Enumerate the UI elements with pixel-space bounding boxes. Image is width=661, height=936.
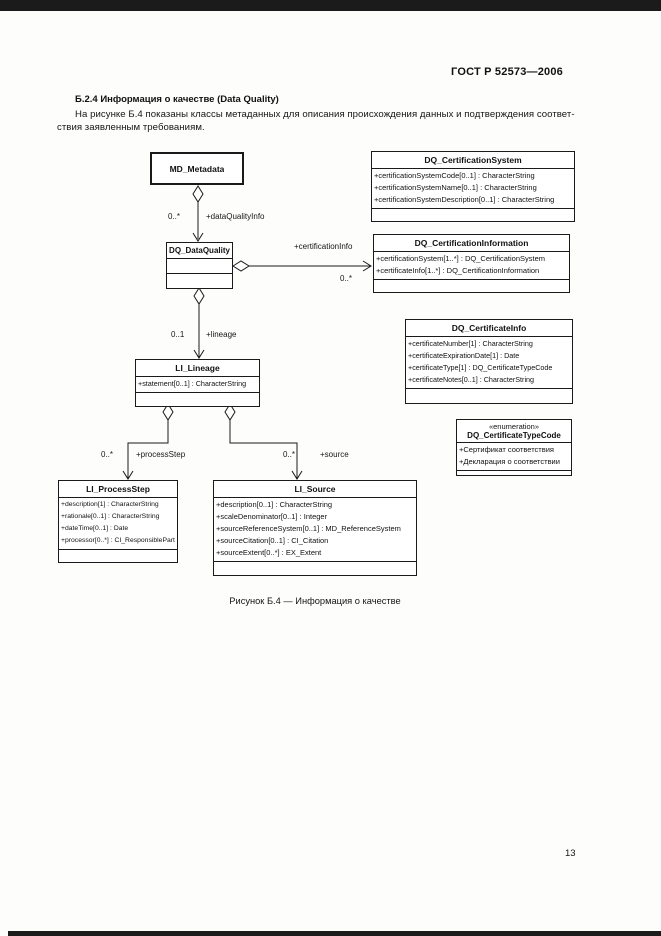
body-paragraph-line: На рисунке Б.4 показаны классы метаданны… bbox=[75, 109, 575, 120]
class-name: DQ_CertificationInformation bbox=[414, 238, 529, 248]
page-number: 13 bbox=[565, 848, 576, 859]
class-attribute: +certificationSystemName[0..1] : Charact… bbox=[374, 183, 537, 192]
class-attributes: +certificationSystem[1..*] : DQ_Certific… bbox=[374, 251, 569, 279]
uml-enumeration-dq-certificatetypecode: «enumeration» DQ_CertificateTypeCode +Се… bbox=[456, 419, 572, 476]
uml-class-li-source: LI_Source +description[0..1] : Character… bbox=[213, 480, 417, 576]
class-attributes-empty bbox=[167, 258, 232, 273]
open-arrowhead bbox=[192, 232, 204, 242]
class-name: DQ_DataQuality bbox=[169, 246, 230, 255]
uml-class-dq-certificateinfo: DQ_CertificateInfo +certificateNumber[1]… bbox=[405, 319, 573, 404]
scan-edge-top bbox=[0, 0, 661, 11]
class-attribute: +sourceReferenceSystem[0..1] : MD_Refere… bbox=[216, 524, 401, 533]
class-attribute: +certificationSystem[1..*] : DQ_Certific… bbox=[376, 254, 546, 263]
class-attribute: +sourceCitation[0..1] : CI_Citation bbox=[216, 536, 329, 545]
edge-role: +processStep bbox=[136, 450, 186, 459]
edge-role: +dataQualityInfo bbox=[206, 212, 265, 221]
class-name: LI_Source bbox=[294, 484, 336, 494]
class-attribute: +statement[0..1] : CharacterString bbox=[138, 379, 247, 388]
open-arrowhead bbox=[291, 470, 303, 480]
edge-role: +source bbox=[320, 450, 349, 459]
class-attribute: +sourceExtent[0..*] : EX_Extent bbox=[216, 548, 322, 557]
edge-role: +certificationInfo bbox=[294, 242, 353, 251]
enum-value: +Декларация о соответствии bbox=[459, 457, 560, 466]
uml-class-dq-certificationinformation: DQ_CertificationInformation +certificati… bbox=[373, 234, 570, 293]
class-attribute: +certificateType[1] : DQ_CertificateType… bbox=[408, 363, 553, 372]
uml-class-dq-dataquality: DQ_DataQuality bbox=[166, 242, 233, 289]
class-operations-empty bbox=[406, 388, 572, 403]
class-attribute: +certificationSystemCode[0..1] : Charact… bbox=[374, 171, 535, 180]
class-attributes: +statement[0..1] : CharacterString bbox=[136, 376, 259, 392]
class-attribute: +rationale[0..1] : CharacterString bbox=[61, 513, 160, 520]
edge-multiplicity: 0..* bbox=[101, 450, 114, 459]
open-arrowhead bbox=[362, 260, 372, 272]
edge-multiplicity: 0..* bbox=[340, 274, 353, 283]
class-attribute: +dateTime[0..1] : Date bbox=[61, 525, 129, 532]
class-attribute: +scaleDenominator[0..1] : Integer bbox=[216, 512, 328, 521]
edge-multiplicity: 0..* bbox=[168, 212, 181, 221]
stereotype-label: «enumeration» bbox=[488, 422, 540, 431]
open-arrowhead bbox=[122, 470, 134, 480]
class-operations-empty bbox=[374, 279, 569, 292]
class-name: DQ_CertificationSystem bbox=[424, 155, 522, 165]
association-line bbox=[127, 420, 169, 478]
class-attribute: +certificateExpirationDate[1] : Date bbox=[408, 351, 520, 360]
class-attributes: +certificationSystemCode[0..1] : Charact… bbox=[372, 168, 574, 208]
uml-class-li-lineage: LI_Lineage +statement[0..1] : CharacterS… bbox=[135, 359, 260, 407]
class-name: LI_ProcessStep bbox=[86, 484, 150, 494]
scan-edge-bottom bbox=[8, 931, 661, 936]
class-operations-empty bbox=[167, 273, 232, 288]
class-attributes: +certificateNumber[1] : CharacterString … bbox=[406, 336, 572, 388]
class-operations-empty bbox=[372, 208, 574, 221]
class-attribute: +certificationSystemDescription[0..1] : … bbox=[374, 195, 555, 204]
class-attribute: +certificateInfo[1..*] : DQ_Certificatio… bbox=[376, 266, 540, 275]
association-line bbox=[229, 420, 298, 478]
edge-multiplicity: 0..* bbox=[283, 450, 296, 459]
class-operations-empty bbox=[136, 392, 259, 406]
enum-value: +Сертификат соответствия bbox=[459, 445, 554, 454]
open-arrowhead bbox=[193, 349, 205, 359]
class-attributes: +description[1] : CharacterString +ratio… bbox=[59, 497, 177, 549]
class-attribute: +certificateNotes[0..1] : CharacterStrin… bbox=[408, 375, 535, 384]
class-attribute: +certificateNumber[1] : CharacterString bbox=[408, 339, 533, 348]
class-operations-empty bbox=[457, 470, 571, 475]
class-name: DQ_CertificateInfo bbox=[451, 323, 527, 333]
class-operations-empty bbox=[214, 561, 416, 575]
class-attribute: +processor[0..*] : CI_ResponsibleParty bbox=[61, 537, 175, 544]
class-name: LI_Lineage bbox=[175, 363, 220, 373]
class-operations-empty bbox=[59, 549, 177, 562]
edge-multiplicity: 0..1 bbox=[171, 330, 185, 339]
section-title: Б.2.4 Информация о качестве (Data Qualit… bbox=[75, 94, 279, 105]
class-name: MD_Metadata bbox=[169, 163, 225, 174]
class-attributes: +description[0..1] : CharacterString +sc… bbox=[214, 497, 416, 561]
class-attribute: +description[1] : CharacterString bbox=[61, 501, 159, 508]
class-attribute: +description[0..1] : CharacterString bbox=[216, 500, 333, 509]
aggregation-diamond bbox=[232, 260, 250, 272]
aggregation-diamond bbox=[192, 185, 204, 203]
class-name: DQ_CertificateTypeCode bbox=[467, 431, 561, 440]
uml-class-md-metadata: MD_Metadata bbox=[150, 152, 244, 185]
uml-class-li-processstep: LI_ProcessStep +description[1] : Charact… bbox=[58, 480, 178, 563]
enum-values: +Сертификат соответствия +Декларация о с… bbox=[457, 442, 571, 470]
body-paragraph-line: ствия заявленным требованиям. bbox=[57, 122, 205, 133]
edge-role: +lineage bbox=[206, 330, 237, 339]
uml-class-dq-certificationsystem: DQ_CertificationSystem +certificationSys… bbox=[371, 151, 575, 222]
figure-caption: Рисунок Б.4 — Информация о качестве bbox=[229, 596, 401, 606]
document-header: ГОСТ Р 52573—2006 bbox=[451, 66, 563, 78]
aggregation-diamond bbox=[193, 287, 205, 305]
